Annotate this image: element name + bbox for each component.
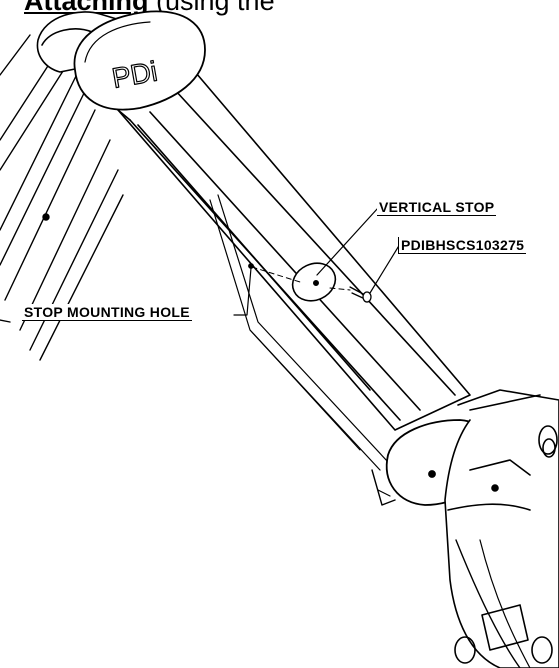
callout-vertical-stop: VERTICAL STOP: [377, 199, 497, 216]
heading-title: Attaching: [24, 0, 149, 16]
wall-mount-bracket: [444, 389, 559, 668]
left-arm-hole: [42, 213, 50, 221]
heading-note: (using the: [156, 0, 275, 16]
callout-leaders: [233, 207, 401, 316]
vertical-stop-disk: [291, 262, 337, 302]
callout-stop-mounting-hole: STOP MOUNTING HOLE: [22, 304, 192, 321]
heading: Attaching (using the: [24, 0, 275, 17]
top-front-cap: [73, 10, 206, 111]
main-arm: [117, 59, 471, 471]
assembly-guides: [251, 266, 351, 291]
screw: [349, 286, 372, 303]
callout-screw-part-number: PDIBHSCS103275: [398, 237, 527, 254]
